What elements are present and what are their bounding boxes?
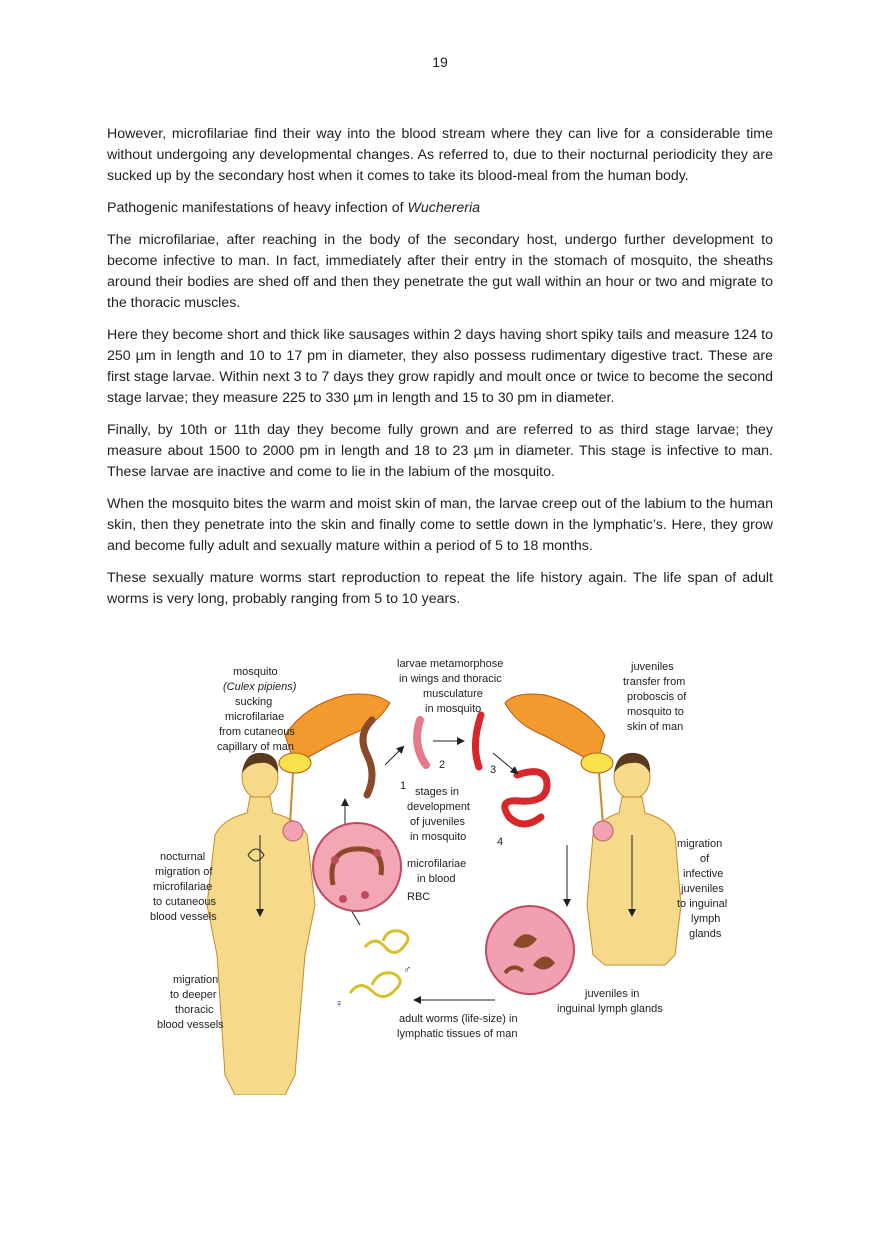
rbc-dot — [339, 895, 347, 903]
stage-number-2: 2 — [439, 759, 445, 771]
left-human-figure — [206, 752, 316, 1095]
arrow-3-4 — [492, 752, 519, 775]
label-microfilariae-in-blood: microfilariae in blood — [407, 858, 469, 885]
stage-1-larva — [359, 716, 376, 799]
label-larvae-metamorphose: larvae metamorphose in wings and thoraci… — [397, 658, 506, 715]
inguinal-gland-circle — [485, 905, 575, 995]
male-symbol: ♂ — [403, 964, 411, 976]
label-rbc: RBC — [407, 891, 430, 903]
gland-juvenile — [513, 934, 537, 948]
paragraph-3: Here they become short and thick like sa… — [107, 327, 773, 406]
left-body — [206, 796, 316, 1095]
male-worm — [363, 929, 410, 954]
left-vessel-loop — [247, 848, 265, 862]
left-mosquito-head — [278, 752, 312, 774]
rbc-dot — [361, 891, 369, 899]
rbc-dot — [331, 856, 339, 864]
label-migration-infective: migration of infective juveniles to ingu… — [677, 838, 730, 940]
paragraph-6: These sexually mature worms start reprod… — [107, 570, 773, 607]
paragraph-4: Finally, by 10th or 11th day they become… — [107, 422, 773, 480]
gland-juvenile — [533, 956, 555, 970]
label-migration-deeper: migration to deeper thoracic blood vesse… — [157, 974, 224, 1031]
body-text: However, microfilariae find their way in… — [107, 124, 773, 621]
stage-3-larva — [472, 711, 485, 771]
label-juveniles-transfer: juveniles transfer from proboscis of mos… — [623, 661, 689, 733]
label-mosquito: mosquito (Culex pipiens) sucking microfi… — [217, 666, 299, 753]
gland-circle — [485, 905, 575, 995]
microfilariae-blood-circle — [312, 822, 402, 912]
right-body — [586, 796, 682, 966]
gland-juvenile — [503, 965, 525, 975]
left-hair — [242, 752, 279, 773]
label-nocturnal-migration: nocturnal migration of microfilariae to … — [150, 851, 219, 923]
stage-number-4: 4 — [497, 836, 503, 848]
life-cycle-diagram: mosquito (Culex pipiens) sucking microfi… — [150, 658, 730, 1095]
microfilaria-worm — [329, 846, 384, 886]
section-heading: Pathogenic manifestations of heavy infec… — [107, 198, 773, 219]
left-mosquito — [278, 693, 391, 842]
label-stages-in-development: stages in development of juveniles in mo… — [407, 786, 473, 843]
label-adult-worms: adult worms (life-size) in lymphatic tis… — [397, 1013, 521, 1040]
right-proboscis — [598, 772, 604, 826]
heading-text: Pathogenic manifestations of heavy infec… — [107, 200, 408, 216]
stage-number-1: 1 — [400, 780, 406, 792]
rbc-dot — [373, 849, 381, 857]
stage-2-larva — [413, 716, 430, 769]
right-hair — [614, 752, 651, 773]
paragraph-5: When the mosquito bites the warm and moi… — [107, 496, 773, 554]
stage-number-3: 3 — [490, 764, 496, 776]
paragraph-1: However, microfilariae find their way in… — [107, 126, 773, 184]
adult-worms — [348, 929, 410, 998]
life-cycle-figure: mosquito (Culex pipiens) sucking microfi… — [145, 655, 745, 1095]
heading-genus: Wuchereria — [407, 200, 481, 216]
left-proboscis — [289, 772, 294, 826]
page-number: 19 — [432, 54, 448, 70]
right-human-figure — [586, 752, 682, 966]
left-mosquito-body — [284, 693, 391, 766]
arrow-1-2 — [384, 745, 405, 766]
right-mosquito-body — [504, 693, 606, 766]
label-juveniles-inguinal: juveniles in inguinal lymph glands — [557, 988, 663, 1015]
right-mosquito — [504, 693, 614, 842]
left-bite-circle — [282, 820, 304, 842]
right-mosquito-head — [580, 752, 614, 774]
female-symbol: ♀ — [335, 998, 343, 1010]
larval-stages — [341, 711, 571, 1004]
female-worm — [348, 971, 402, 998]
blood-circle — [312, 822, 402, 912]
paragraph-2: The microfilariae, after reaching in the… — [107, 232, 773, 311]
right-bite-circle — [592, 820, 614, 842]
stage-4-larva — [501, 768, 551, 828]
